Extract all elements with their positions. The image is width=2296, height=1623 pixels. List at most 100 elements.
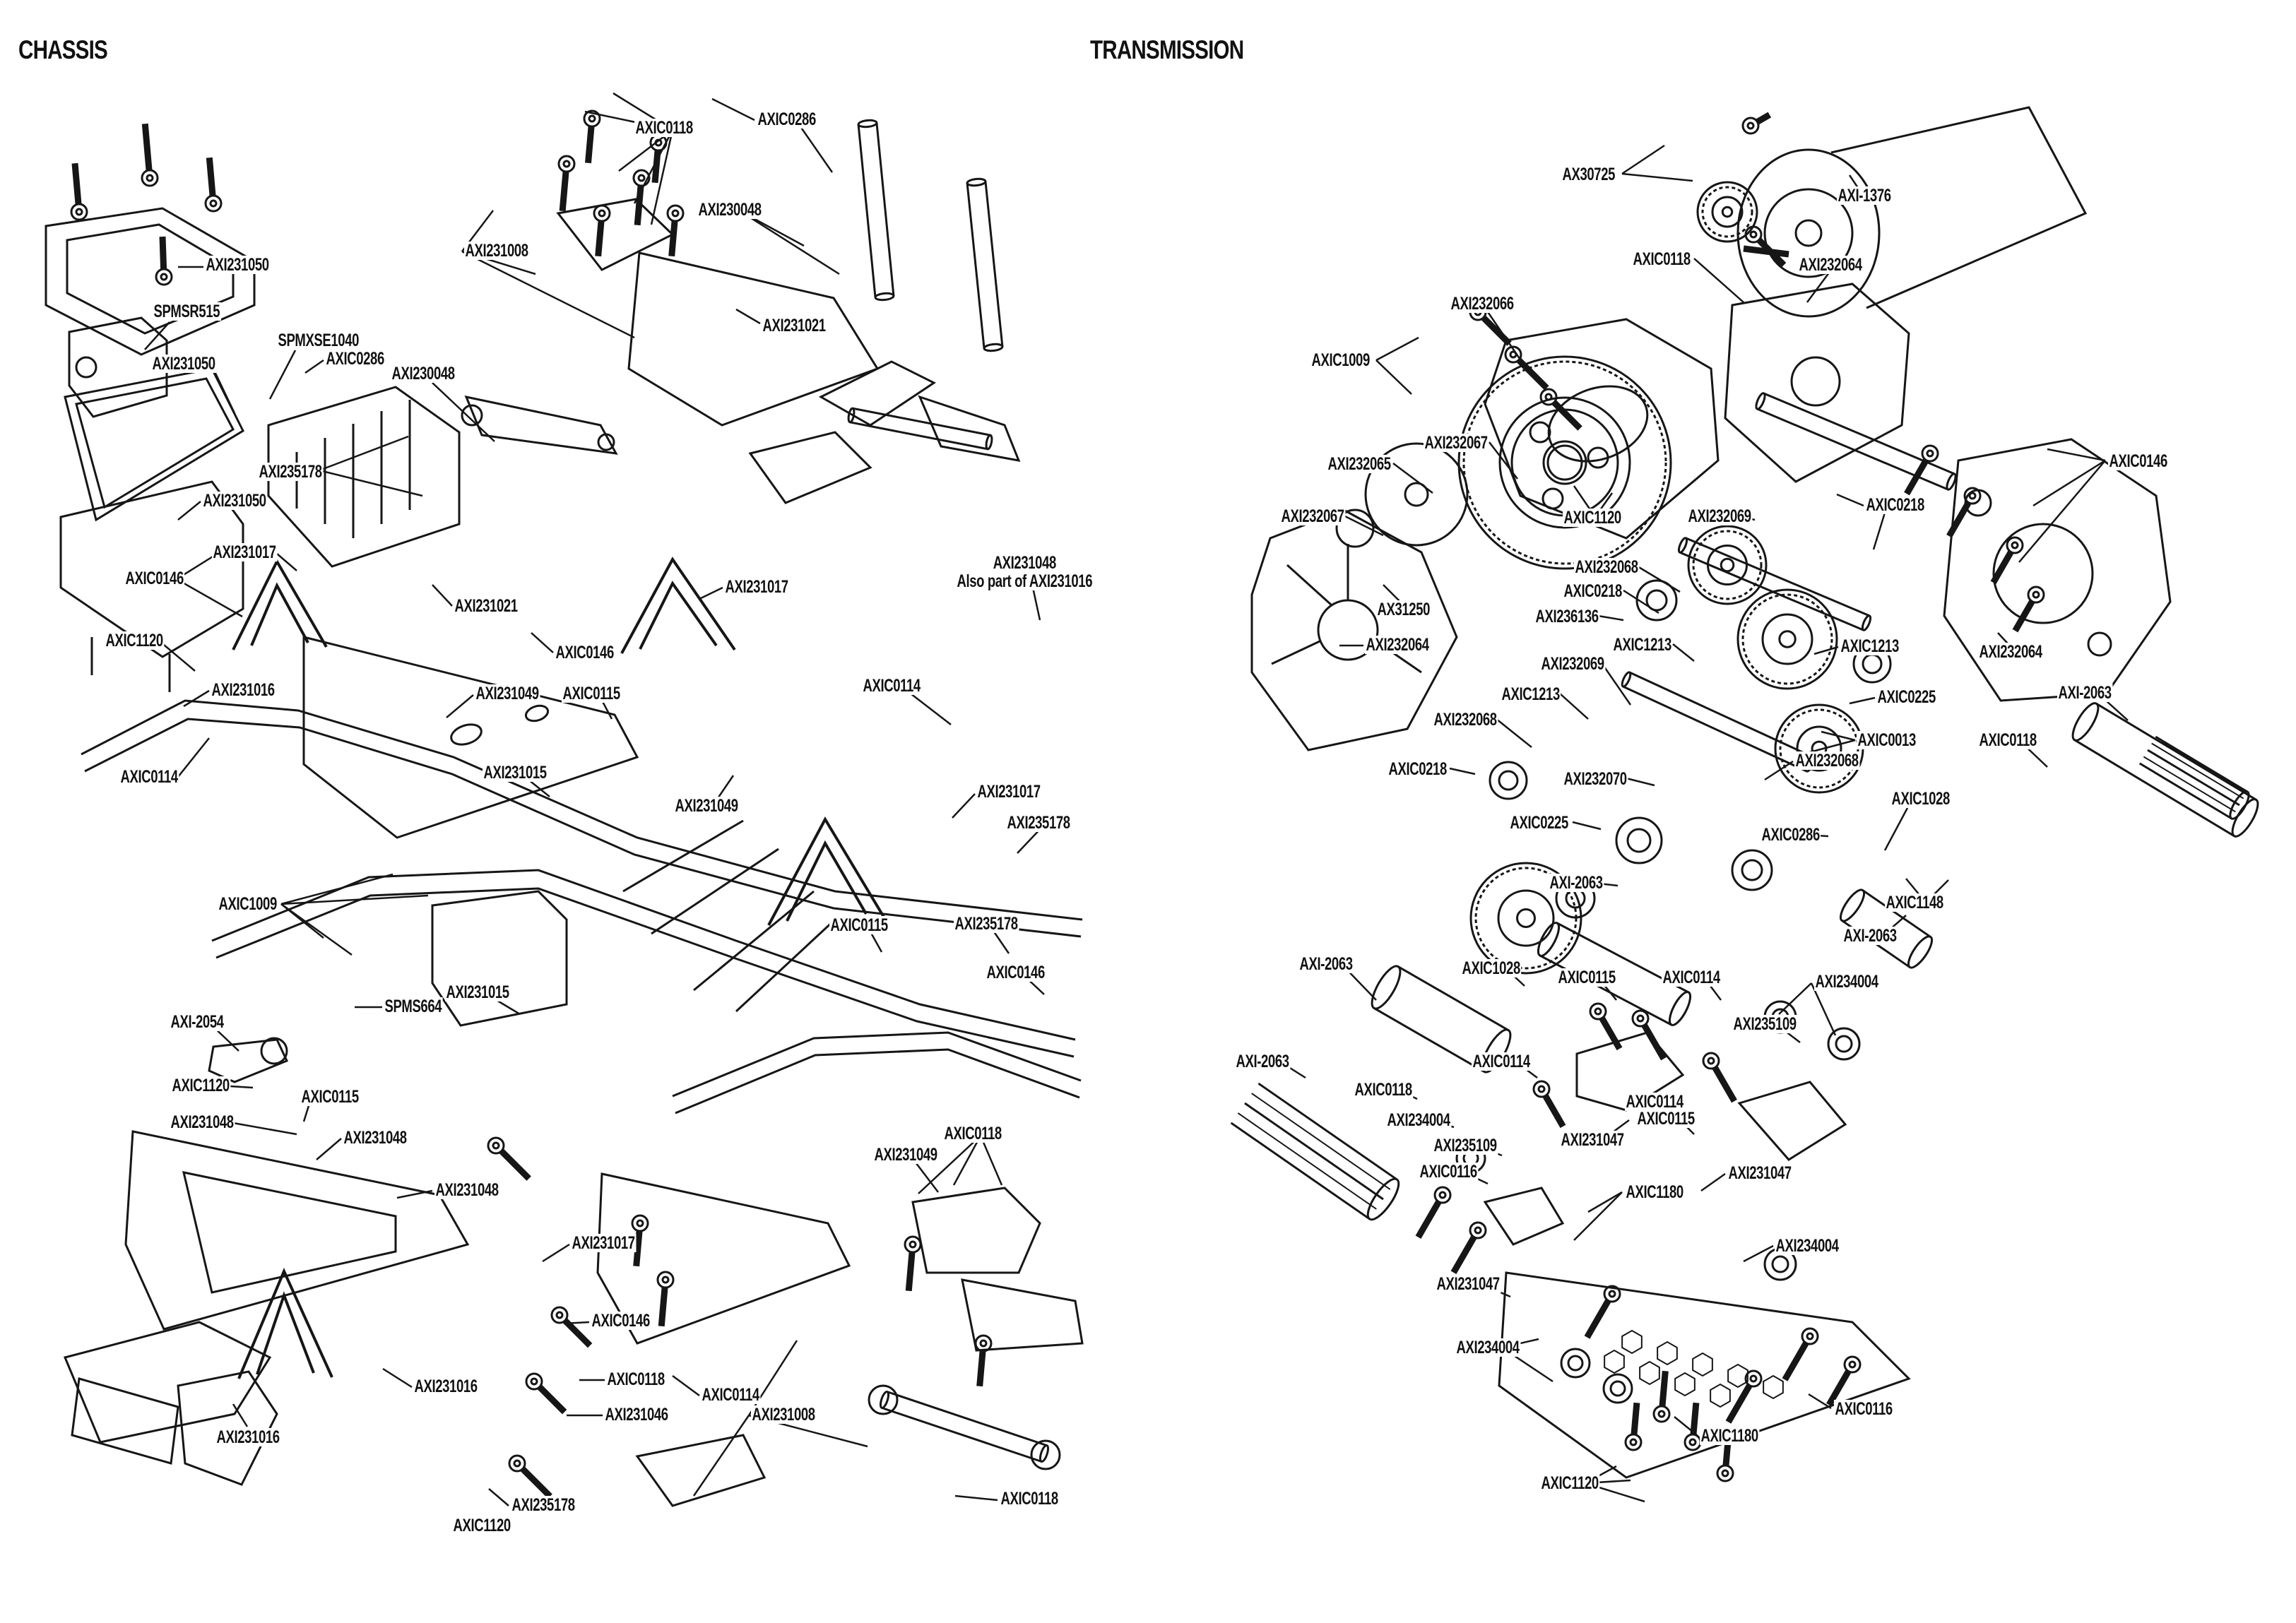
part-sketch [1250,509,1458,751]
leader-line [542,1243,570,1263]
part-label: AXIC0146 [2108,451,2169,471]
part-label: SPMXSE1040 [277,331,360,350]
part-label: AXI232069 [1540,654,1606,674]
leader-line [316,1138,342,1160]
part-sketch [597,433,615,451]
part-label: AXI232064 [1365,635,1431,655]
leader-line [176,578,243,618]
part-label: AXI234004 [1775,1236,1840,1256]
part-label: AXI231047 [1727,1163,1793,1183]
part-label: AXIC0115 [1557,968,1617,987]
leader-line [232,1403,249,1427]
screw-icon [1631,1009,1650,1028]
leader-line [280,894,429,905]
screw-icon [631,1214,649,1232]
part-sketch [1484,318,1720,540]
part-label: AXI231017 [212,542,278,562]
screw-icon [204,194,223,213]
part-sketch [1721,206,1734,218]
screw-icon [1599,1016,1623,1051]
part-sketch [2138,762,2232,820]
part-label: AXIC0115 [1636,1109,1696,1129]
leader-line [1743,1244,1774,1263]
screw-icon [588,114,596,123]
leader-line [633,129,674,204]
part-sketch [2073,739,2235,837]
leader-line [1573,1191,1623,1241]
part-sketch [63,1321,272,1444]
leader-line [699,586,723,600]
part-sketch [693,890,815,992]
part-label: AXI232067 [1280,506,1346,526]
part-label: AXI-2063 [1235,1052,1291,1071]
part-sketch [177,1370,278,1486]
part-sketch [1946,472,1957,491]
screw-icon [974,1334,993,1352]
screw-icon [141,169,159,187]
screw-icon [585,126,595,164]
part-sketch [464,395,618,455]
leader-line [1375,359,1412,395]
part-sketch [1677,537,1688,554]
part-label: AXIC0116 [1834,1399,1894,1419]
screw-icon [1474,1226,1482,1235]
part-sketch [918,395,1021,462]
screw-icon [637,174,646,182]
screw-icon [1629,1438,1638,1446]
part-label: AXIC0118 [1978,730,2038,750]
part-label: AXI235178 [954,914,1019,934]
leader-line [1375,336,1419,362]
part-label: AXI231021 [454,596,519,616]
screw-icon [559,171,569,212]
part-label: SPMS664 [384,997,443,1016]
leader-line [1572,821,1602,831]
leader-line [711,97,755,121]
part-sketch [1830,106,2088,309]
part-sketch [1516,908,1536,928]
screw-icon [513,1459,521,1468]
leader-line [531,632,554,653]
part-label: AXIC0114 [701,1385,761,1405]
screw-icon [1481,315,1512,346]
part-label: AXIC0218 [1865,495,1926,515]
part-label: AXI-2054 [170,1012,225,1032]
part-sketch [1687,525,1768,605]
part-label: AXI230048 [391,364,456,384]
part-sketch [985,434,993,451]
part-sketch [1692,530,1763,600]
leader-line [1587,1191,1623,1213]
part-sketch [635,1434,767,1507]
screw-icon [632,169,651,187]
screw-icon [671,209,680,218]
part-label: AXIC1009 [218,894,278,914]
screw-icon [583,109,601,128]
part-label: AXIC0286 [325,349,386,369]
part-label: AXIC1120 [452,1516,512,1535]
leader-line [650,129,674,225]
part-sketch [2155,735,2249,793]
screw-icon [1532,1080,1551,1098]
part-sketch [1230,1122,1371,1220]
part-label: AXIC0114 [862,676,922,696]
part-label: AXIC1120 [1563,508,1623,528]
screw-icon [1415,1200,1442,1239]
part-sketch [1737,1081,1847,1161]
part-sketch [984,181,1004,347]
part-sketch [1741,593,1833,685]
part-label: AXI231049 [674,796,740,816]
leader-line [304,359,324,374]
part-label: AXI235109 [1732,1014,1798,1034]
part-sketch [45,207,256,356]
screw-icon [1926,449,1934,458]
screw-icon [557,155,576,173]
part-sketch [1489,761,1528,800]
screw-icon [520,1466,552,1499]
screw-icon [598,209,606,218]
part-label: AXI236136 [1534,607,1600,626]
honeycomb-cell [1727,1363,1748,1389]
part-label: AXI232068 [1794,751,1860,771]
screw-icon [1921,444,1939,463]
screw-icon [1469,1221,1487,1239]
leader-line [1821,730,1856,742]
screw-icon [550,1306,569,1324]
